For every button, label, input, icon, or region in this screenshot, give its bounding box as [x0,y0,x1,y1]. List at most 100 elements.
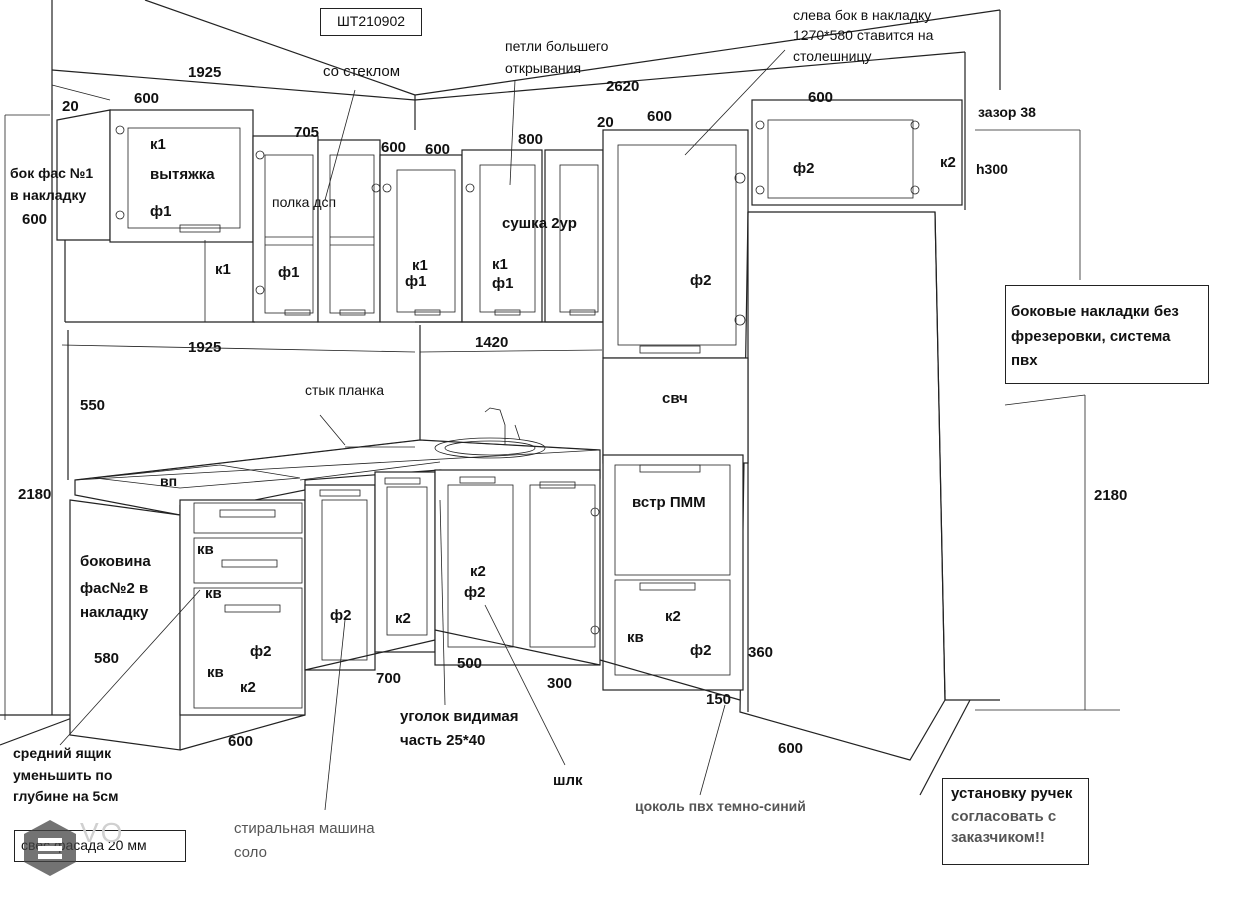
leader-lines [59,49,1086,811]
code-f1-c: ф1 [405,273,427,290]
code-k1-d: к1 [492,256,508,273]
microwave-note: свч [662,390,688,407]
dim-600-e: 600 [808,89,834,106]
dim-1925-mid: 1925 [188,339,222,356]
code-k2-drawers: к2 [240,679,256,696]
dim-700: 700 [376,670,402,687]
dim-600-a: 600 [134,90,160,107]
side-overlays-line1: боковые накладки без [1011,303,1179,320]
gap-note: зазор 38 [978,104,1036,120]
left-side-line1: бок фас №1 [10,165,94,181]
right-side-line1: слева бок в накладку [793,7,932,23]
dim-600-d: 600 [647,108,673,125]
dim-550: 550 [80,397,106,414]
code-k1-c: к1 [412,257,428,274]
code-k2-door: к2 [395,610,411,627]
side-panel-line3: накладку [80,604,149,621]
middle-upper-cabinets [415,149,604,323]
room-outline [0,0,1001,796]
dim-360: 360 [748,644,774,661]
hood-note: вытяжка [150,166,215,183]
hinges-line2: открывания [505,60,582,76]
dishwasher-block [599,454,744,701]
code-f1-b: ф1 [278,264,300,281]
dim-600-c: 600 [425,141,451,158]
middle-drawer-line2: уменьшить по [13,767,113,783]
handles-line2: согласовать с [951,808,1057,825]
right-side-line2: 1270*580 ставится на [793,27,934,43]
side-panel-line1: боковина [80,553,151,570]
code-kv-pmm: кв [627,629,644,646]
joint-note: стык планка [305,382,384,398]
code-kv-b: кв [205,585,222,602]
dim-600-b: 600 [381,139,407,156]
left-base-cabinets [69,471,436,751]
left-upper-cabinets [56,109,463,323]
code-kv-a: кв [197,541,214,558]
right-side-line3: столешницу [793,48,872,64]
dim-2620: 2620 [606,78,640,95]
handles-line1: установку ручек [951,785,1073,802]
code-k1-a: к1 [150,136,166,153]
hinges-line1: петли большего [505,38,609,54]
microwave-block [602,357,749,464]
evo-logo [24,820,76,876]
code-f1-a: ф1 [150,203,172,220]
dim-500: 500 [457,655,483,672]
code-f2-tall: ф2 [690,272,712,289]
corner-line1: уголок видимая [400,708,519,725]
h300-note: h300 [976,161,1008,177]
middle-drawer-line1: средний ящик [13,745,112,761]
dim-1925-top: 1925 [188,64,222,81]
code-kv-c: кв [207,664,224,681]
washer-line1: стиральная машина [234,820,375,837]
shelf-note: полка дсп [272,194,337,210]
left-side-line2: в накладку [10,187,87,203]
handles-line3: заказчиком!! [951,829,1045,846]
code-k2-pmm: к2 [665,608,681,625]
code-k2-top: к2 [940,154,956,171]
code-f2-top: ф2 [793,160,815,177]
code-f2-pmm: ф2 [690,642,712,659]
code-f2-sink: ф2 [464,584,486,601]
dim-300: 300 [547,675,573,692]
dim-20-b: 20 [597,114,614,131]
dim-580: 580 [94,650,120,667]
dim-1420: 1420 [475,334,509,351]
code-f1-d: ф1 [492,275,514,292]
dim-2180-left: 2180 [18,486,52,503]
order-id-box: ШТ210902 [320,8,422,36]
corner-line2: часть 25*40 [400,732,486,749]
dim-600-bottom: 600 [228,733,254,750]
sink-base-cabinets [434,469,601,666]
dim-20-a: 20 [62,98,79,115]
shlk-note: шлк [553,772,583,789]
plinth-note: цоколь пвх темно-синий [635,798,806,814]
handles-note-box: установку ручек согласовать с заказчиком… [942,778,1089,865]
middle-drawer-line3: глубине на 5см [13,788,119,804]
glass-note: со стеклом [323,63,401,80]
dim-800: 800 [518,131,544,148]
side-panel-line2: фас№2 в [80,580,149,597]
code-f2-drawers: ф2 [250,643,272,660]
side-overlays-line2: фрезеровки, система [1011,328,1171,345]
code-k2-sink: к2 [470,563,486,580]
side-overlays-box: боковые накладки без фрезеровки, система… [1005,285,1209,384]
dryer-note: сушка 2ур [502,215,577,232]
code-k1-b: к1 [215,261,231,278]
washer-line2: соло [234,844,267,861]
dim-2180-right: 2180 [1094,487,1128,504]
dishwasher-note: встр ПММ [632,494,706,511]
dim-705: 705 [294,124,320,141]
code-f2-washer: ф2 [330,607,352,624]
side-overlays-line3: пвх [1011,352,1038,369]
tall-upper-cabinet [602,129,749,359]
dim-600-left: 600 [22,211,48,228]
fridge-top-cabinet [751,99,963,206]
dim-600-fridge: 600 [778,740,804,757]
evo-logo-text: VO [80,817,125,848]
order-id: ШТ210902 [336,13,406,29]
fridge-column [739,211,946,761]
dim-150: 150 [706,691,732,708]
